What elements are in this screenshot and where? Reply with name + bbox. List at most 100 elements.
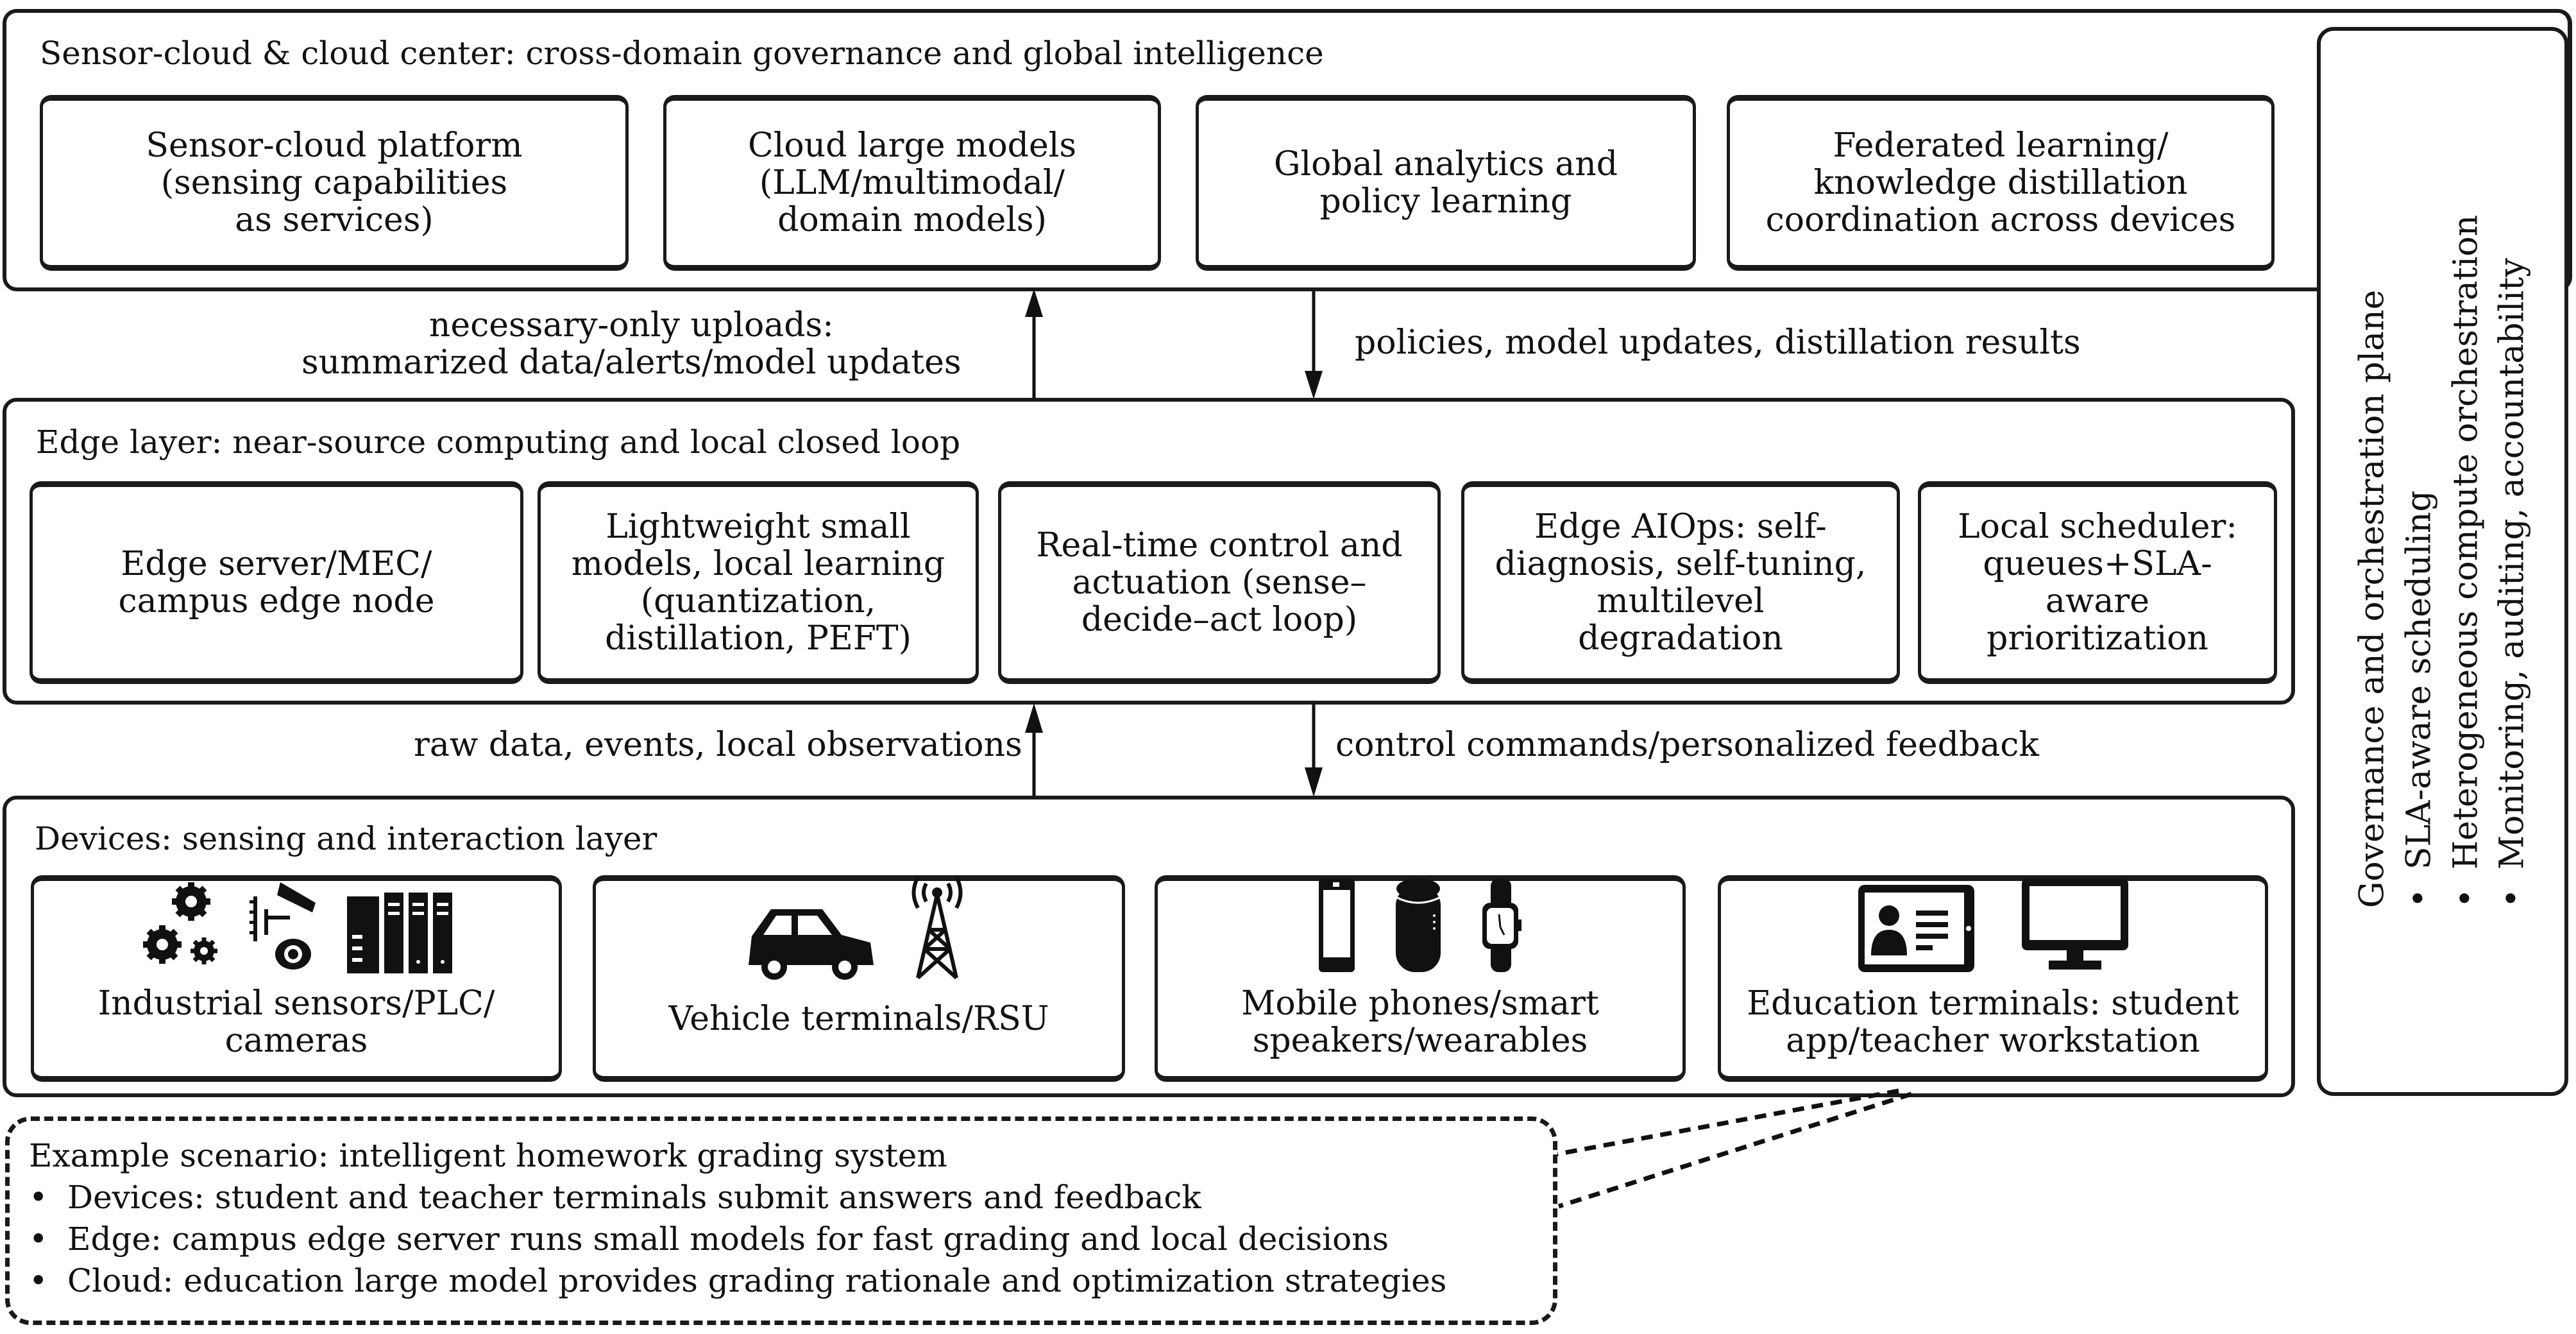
line: cameras [225, 1021, 368, 1060]
line: models, local learning [571, 544, 945, 583]
bullet-icon: • [2493, 888, 2532, 909]
device-label: Industrial sensors/PLC/ cameras [97, 984, 495, 1060]
tablet-profile-icon [1858, 884, 1974, 972]
governance-item-text: Heterogeneous compute orchestration [2446, 214, 2485, 870]
smart-speaker-icon [1396, 878, 1441, 972]
device-box-vehicle: Vehicle terminals/RSU [593, 875, 1125, 1082]
line: (sensing capabilities [160, 163, 508, 202]
line: Vehicle terminals/RSU [668, 999, 1049, 1038]
line: distillation, PEFT) [605, 619, 911, 658]
monitor-icon [2021, 878, 2128, 970]
upload-flow-label: necessary-only uploads: summarized data/… [301, 306, 962, 382]
line: app/teacher workstation [1786, 1021, 2200, 1060]
device-box-education: Education terminals: student app/teacher… [1718, 875, 2268, 1082]
line: necessary-only uploads: [428, 306, 834, 345]
device-box-industrial: Industrial sensors/PLC/ cameras [31, 875, 562, 1082]
example-item: • Devices: student and teacher terminals … [29, 1177, 1553, 1219]
line: diagnosis, self-tuning, [1495, 544, 1867, 583]
governance-item-text: Monitoring, auditing, accountability [2493, 258, 2532, 870]
line: multilevel [1597, 582, 1765, 620]
governance-content: Governance and orchestration plane • SLA-… [2349, 215, 2536, 908]
example-scenario-callout: Example scenario: intelligent homework g… [5, 1116, 1557, 1325]
line: actuation (sense– [1072, 563, 1367, 602]
box-text: Lightweight small models, local learning… [565, 507, 951, 658]
car-icon [749, 909, 874, 980]
gears-icon [143, 882, 217, 964]
example-item: •Edge: campus edge server runs small mod… [29, 1219, 1553, 1260]
connector-line [1552, 1088, 1899, 1158]
line: (LLM/multimodal/ [759, 163, 1065, 202]
governance-title: Governance and orchestration plane [2353, 289, 2392, 909]
cloud-box-large-models: Cloud large models (LLM/multimodal/ doma… [663, 95, 1161, 271]
icon-row [1318, 877, 1523, 973]
line: summarized data/alerts/model updates [301, 343, 962, 382]
line: Cloud large models [747, 126, 1077, 165]
line: coordination across devices [1765, 201, 2236, 240]
down-arrow-head [1305, 767, 1323, 797]
line: aware [2045, 582, 2150, 620]
edge-box-aiops: Edge AIOps: self- diagnosis, self-tuning… [1461, 481, 1900, 684]
box-text: Global analytics and policy learning [1267, 146, 1624, 221]
edge-box-lightweight-models: Lightweight small models, local learning… [538, 481, 979, 684]
up-arrow-head [1025, 703, 1043, 733]
line: Industrial sensors/PLC/ [97, 984, 495, 1023]
plc-rack-icon [347, 892, 452, 973]
up-arrow-head [1025, 289, 1043, 317]
line: (quantization, [640, 582, 876, 620]
edge-layer-title: Edge layer: near-source computing and lo… [36, 423, 961, 461]
line: Lightweight small [606, 507, 911, 546]
box-text: Sensor-cloud platform (sensing capabilit… [139, 126, 529, 240]
box-text: Cloud large models (LLM/multimodal/ doma… [741, 126, 1083, 240]
smartwatch-icon [1482, 878, 1521, 972]
camera-sensor-icon [250, 882, 316, 970]
bullet-icon: • [2400, 888, 2439, 909]
cloud-box-sensor-cloud-platform: Sensor-cloud platform (sensing capabilit… [40, 95, 629, 271]
device-layer-title: Devices: sensing and interaction layer [35, 820, 657, 857]
line: Real-time control and [1036, 526, 1403, 565]
governance-item-text: SLA-aware scheduling [2400, 490, 2439, 870]
box-text: Edge AIOps: self- diagnosis, self-tuning… [1489, 507, 1873, 658]
governance-panel: Governance and orchestration plane • SLA-… [2317, 27, 2568, 1096]
line: degradation [1578, 619, 1783, 658]
line: Edge AIOps: self- [1534, 507, 1827, 546]
device-label: Vehicle terminals/RSU [668, 1000, 1049, 1038]
box-text: Real-time control and actuation (sense– … [1030, 526, 1409, 640]
mobile-phone-icon [1319, 878, 1355, 972]
cloud-edge-arrows [1025, 289, 1323, 399]
cloud-box-federated-learning: Federated learning/ knowledge distillati… [1727, 95, 2275, 271]
line: queues+SLA- [1983, 544, 2212, 583]
callout-connector [1552, 1088, 1913, 1209]
example-item: • Cloud: education large model provides g… [29, 1260, 1553, 1302]
bullet-icon: • [29, 1179, 48, 1216]
cloud-box-global-analytics: Global analytics and policy learning [1196, 95, 1696, 271]
box-text: Edge server/MEC/ campus edge node [112, 545, 441, 620]
bullet-icon: • [29, 1262, 48, 1299]
device-label: Education terminals: student app/teacher… [1747, 984, 2239, 1060]
line: Sensor-cloud platform [146, 126, 523, 165]
down-arrow-head [1305, 371, 1323, 399]
governance-item: •Heterogeneous compute orchestration [2443, 215, 2489, 908]
icon-row [137, 877, 456, 973]
line: prioritization [1987, 619, 2208, 658]
edge-device-arrows [1025, 703, 1323, 797]
line: domain models) [777, 201, 1047, 240]
example-item-text: Cloud: education large model provides gr… [67, 1262, 1447, 1299]
line: Mobile phones/smart [1241, 984, 1599, 1023]
icon-row [745, 872, 972, 981]
example-item-text: Devices: student and teacher terminals s… [67, 1179, 1201, 1216]
line: policy learning [1319, 182, 1572, 221]
box-text: Local scheduler: queues+SLA- aware prior… [1951, 508, 2244, 658]
line: as services) [235, 201, 434, 240]
cloud-layer-title: Sensor-cloud & cloud center: cross-domai… [40, 35, 1324, 72]
example-item-text: Edge: campus edge server runs small mode… [67, 1220, 1389, 1258]
device-label: Mobile phones/smart speakers/wearables [1241, 984, 1599, 1059]
line: Education terminals: student [1747, 984, 2239, 1023]
connector-line [1557, 1091, 1913, 1209]
line: Federated learning/ [1833, 126, 2169, 165]
line: knowledge distillation [1813, 163, 2188, 202]
line: campus edge node [118, 582, 435, 620]
edge-box-realtime-control: Real-time control and actuation (sense– … [998, 481, 1441, 684]
edge-box-edge-server: Edge server/MEC/ campus edge node [30, 481, 523, 684]
governance-item: • SLA-aware scheduling [2396, 215, 2443, 908]
line: decide–act loop) [1081, 601, 1358, 640]
